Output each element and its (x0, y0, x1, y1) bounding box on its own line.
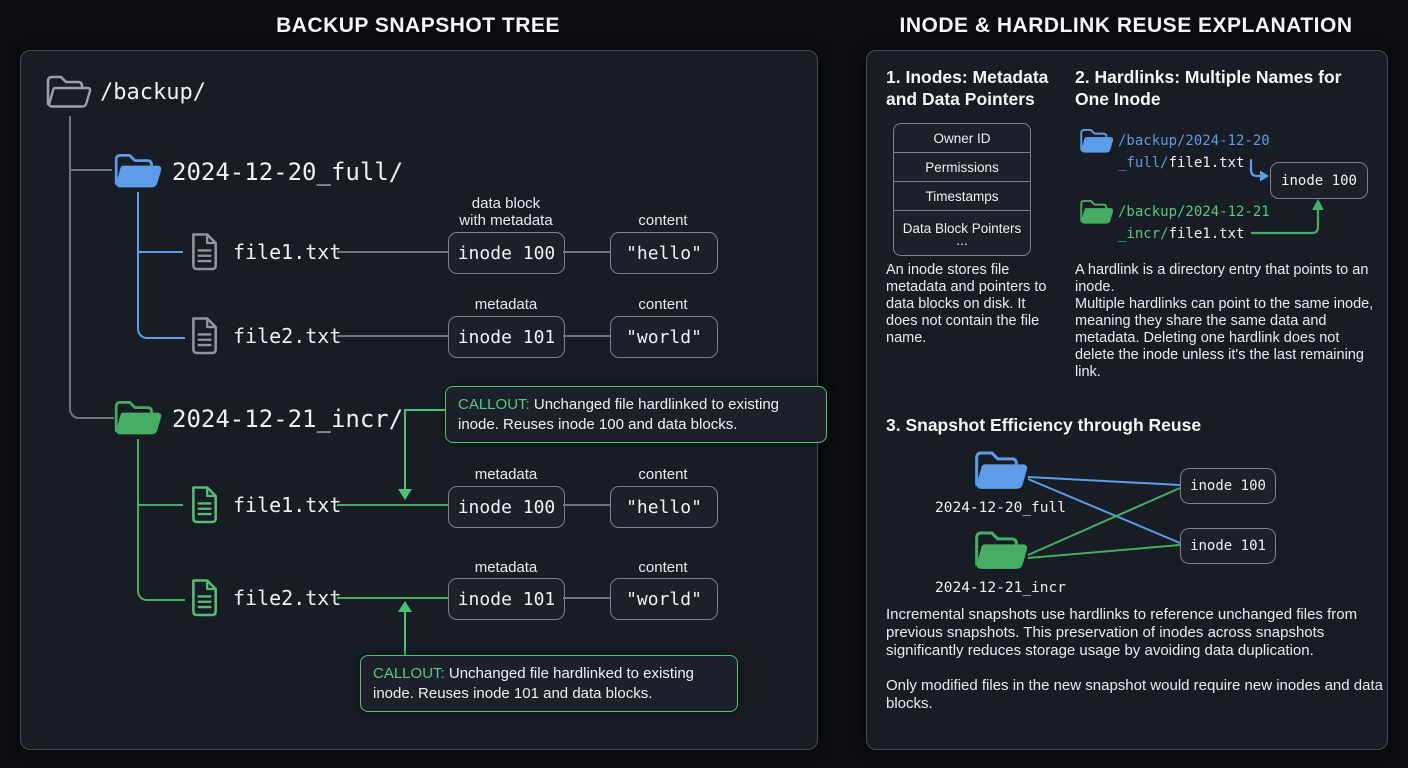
connector-line (563, 504, 610, 506)
incr-branch-line (139, 504, 183, 506)
file-name-label: file2.txt (233, 324, 342, 348)
connector-line (337, 504, 448, 506)
inode-structure-box: Owner ID Permissions Timestamps Data Blo… (893, 123, 1031, 256)
arrow-down-icon (398, 489, 412, 500)
file-icon (187, 483, 221, 526)
inode-box: inode 100 (448, 486, 565, 528)
inode-box-label: metadata (474, 559, 538, 576)
incr-branch-line (137, 439, 185, 601)
section3-heading: 3. Snapshot Efficiency through Reuse (886, 415, 1202, 435)
section2-heading: 2. Hardlinks: Multiple Names for One Ino… (1075, 67, 1342, 109)
folder-open-icon-full-big (972, 448, 1028, 493)
right-panel-title: INODE & HARDLINK REUSE EXPLANATION (899, 14, 1353, 37)
path-dir-text: _incr/ (1118, 226, 1169, 242)
content-box: "hello" (610, 486, 718, 528)
content-box-label: content (638, 559, 688, 576)
snapshot-label-incr: 2024-12-21_incr (935, 580, 1066, 596)
inode-box: inode 100 (1270, 162, 1368, 199)
inode-box-label: data block with metadata (459, 195, 553, 229)
inode-field: Permissions (894, 152, 1030, 181)
full-snapshot-label: 2024-12-20_full/ (172, 158, 404, 186)
folder-open-icon-full (112, 151, 162, 191)
content-box: "world" (610, 316, 718, 358)
callout-prefix: CALLOUT: (373, 665, 445, 682)
file-name-label: file2.txt (233, 586, 342, 610)
folder-open-icon (44, 72, 92, 112)
section2-body-p2: Multiple hardlinks can point to the same… (1075, 296, 1374, 380)
incr-snapshot-label: 2024-12-21_incr/ (172, 405, 404, 433)
arrow-up-icon (398, 601, 412, 612)
inode-field-label: Data Block Pointers (902, 220, 1022, 236)
section2-body-p1: A hardlink is a directory entry that poi… (1075, 262, 1369, 295)
content-box: "world" (610, 578, 718, 620)
file-icon (187, 230, 221, 273)
full-branch-line (137, 192, 185, 339)
inode-box: inode 101 (1180, 528, 1276, 564)
inode-box-label: metadata (474, 466, 538, 483)
content-box-label: content (638, 212, 688, 229)
snapshot-label-full: 2024-12-20_full (935, 500, 1066, 516)
section2-body: A hardlink is a directory entry that poi… (1075, 262, 1375, 381)
inode-box: inode 101 (448, 316, 565, 358)
arrow-elbow-green-icon (1250, 199, 1324, 235)
path-dir-text: /backup/2024-12-21 (1118, 204, 1270, 220)
inode-box: inode 101 (448, 578, 565, 620)
section3-body-p1: Incremental snapshots use hardlinks to r… (886, 606, 1358, 659)
full-branch-line (139, 251, 183, 253)
callout-arrow-line (404, 612, 406, 655)
folder-open-icon-full-small (1078, 127, 1114, 155)
connector-line (563, 251, 610, 253)
path-file-text: file1.txt (1168, 226, 1245, 242)
left-panel-title: BACKUP SNAPSHOT TREE (276, 14, 560, 37)
callout-text: Unchanged file hardlinked to existing in… (458, 396, 780, 433)
callout-box: CALLOUT: Unchanged file hardlinked to ex… (445, 386, 827, 443)
arrow-elbow-blue-icon (1249, 158, 1269, 182)
callout-text: Unchanged file hardlinked to existing in… (373, 665, 695, 702)
connector-line (337, 597, 448, 599)
folder-open-icon-incr-small (1078, 198, 1114, 226)
inode-field: Owner ID (933, 130, 991, 146)
path-file-text: file1.txt (1168, 155, 1245, 171)
callout-arrow-line (404, 409, 445, 411)
callout-arrow-line (404, 409, 406, 489)
connector-line (563, 335, 610, 337)
path-dir-text: _full/ (1118, 155, 1169, 171)
content-box-label: content (638, 296, 688, 313)
ellipsis-label: ... (956, 232, 968, 248)
root-dir-label: /backup/ (100, 80, 206, 105)
inode-box: inode 100 (448, 232, 565, 274)
connector-line (337, 335, 448, 337)
section1-heading: 1. Inodes: Metadata and Data Pointers (886, 67, 1049, 109)
inode-field: Timestamps (894, 181, 1030, 210)
section1-body: An inode stores file metadata and pointe… (886, 262, 1047, 346)
file-name-label: file1.txt (233, 240, 342, 264)
connector-line (337, 251, 448, 253)
hardlink-path-incr: /backup/2024-12-21 _incr/file1.txt (1118, 201, 1270, 245)
tree-trunk-line (69, 116, 114, 419)
content-box: "hello" (610, 232, 718, 274)
file-name-label: file1.txt (233, 493, 342, 517)
folder-open-icon-incr-big (972, 528, 1028, 573)
reuse-link-lines (1027, 476, 1181, 559)
content-box-label: content (638, 466, 688, 483)
section3-body-p2: Only modified files in the new snapshot … (886, 677, 1383, 712)
inode-box: inode 100 (1180, 468, 1276, 504)
hardlink-path-full: /backup/2024-12-20 _full/file1.txt (1118, 130, 1270, 174)
callout-prefix: CALLOUT: (458, 396, 530, 413)
path-dir-text: /backup/2024-12-20 (1118, 133, 1270, 149)
file-icon (187, 314, 221, 357)
file-icon (187, 576, 221, 619)
connector-line (563, 597, 610, 599)
tree-branch-line (71, 169, 112, 171)
folder-open-icon-incr (112, 398, 162, 438)
section3-body: Incremental snapshots use hardlinks to r… (886, 606, 1384, 713)
callout-box: CALLOUT: Unchanged file hardlinked to ex… (360, 655, 738, 712)
inode-field: Data Block Pointers ... (894, 210, 1030, 255)
inode-box-label: metadata (474, 296, 538, 313)
